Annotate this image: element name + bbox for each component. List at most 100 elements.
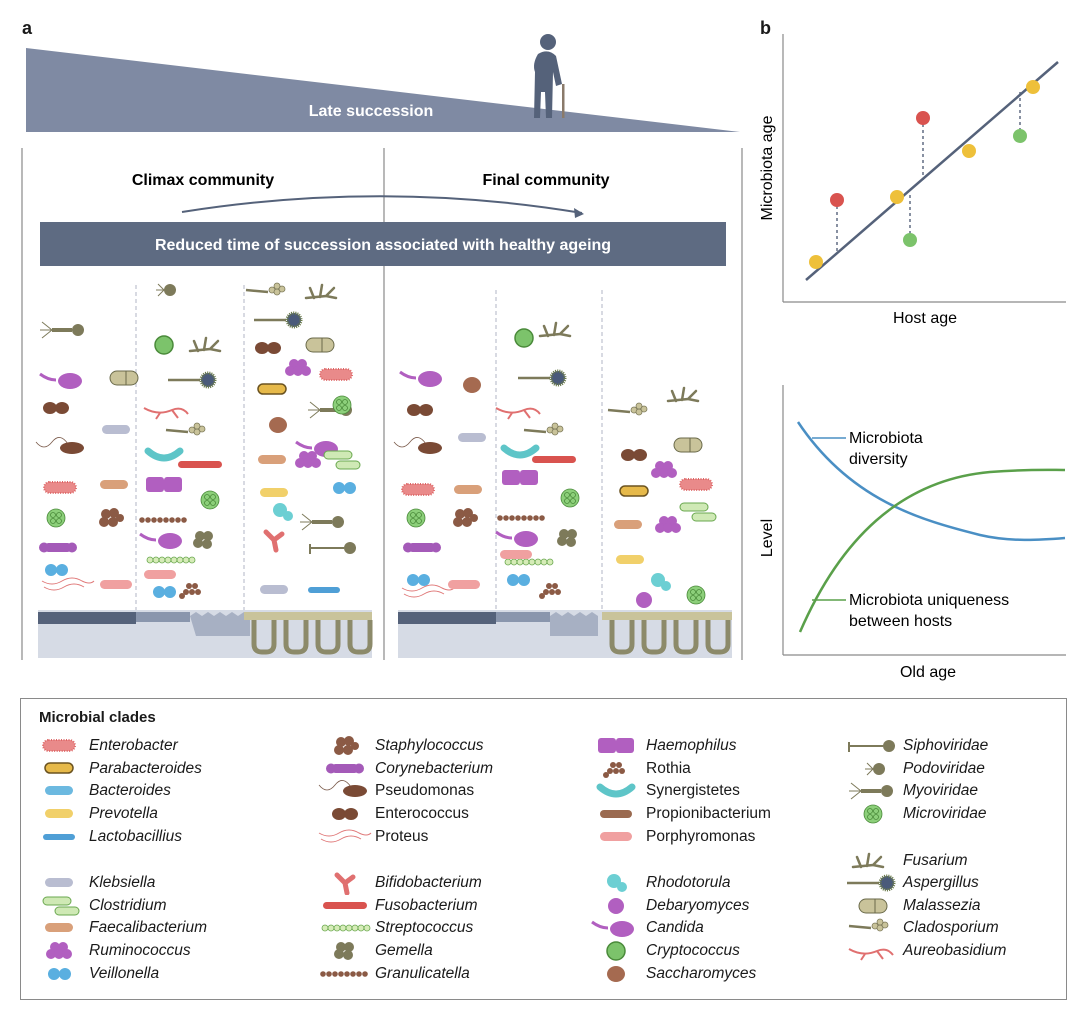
rhodotorula-icon [651,573,671,591]
porphyromonas-icon [144,570,176,579]
microviridae-icon [46,508,66,528]
legend-label: Propionibacterium [646,805,771,823]
parabacteroides-icon [29,758,89,780]
legend-label: Haemophilus [646,737,737,755]
panel-a-letter: a [22,18,33,38]
legend-label: Lactobacillius [89,827,183,845]
cryptococcus-icon [514,328,534,348]
legend-label: Streptococcus [375,919,474,937]
veillonella-icon [507,574,530,586]
veillonella-icon [45,564,68,576]
ruminococcus-icon [655,516,681,533]
synergistetes-icon [586,780,646,802]
microviridae-icon [843,803,903,825]
veillonella-icon [407,574,430,586]
legend-label: Candida [646,919,704,937]
fusarium-icon [666,386,700,403]
legend-item-malassezia: Malassezia [843,895,1006,918]
legend-item-fusarium: Fusarium [843,849,1006,872]
bifidobacterium-icon [315,872,375,896]
faecalibacterium-icon [258,455,286,464]
pseudomonas-icon [393,437,442,454]
legend-item-microviridae: Microviridae [843,803,1006,826]
elderly-person-icon [534,34,565,118]
aureobasidium-icon [843,940,903,962]
enterobacter-icon [29,735,89,757]
top-chart-ylabel: Microbiota age [759,115,776,220]
legend-item-myoviridae: Myoviridae [843,780,1006,803]
panel-b-letter: b [760,18,771,38]
legend-item-staphylococcus: Staphylococcus [315,735,493,758]
clostridium-icon [323,450,361,470]
legend-label: Myoviridae [903,782,978,800]
candida-icon [495,530,538,547]
candida-icon [399,370,442,387]
fusarium-icon [304,283,338,300]
parabacteroides-icon [257,383,287,395]
rothia-icon [586,758,646,780]
rothia-icon [179,583,201,599]
porphyromonas-icon [100,580,132,589]
legend-label: Siphoviridae [903,737,989,755]
data-point [1013,129,1027,143]
legend-item-candida: Candida [586,917,771,940]
klebsiella-icon [102,425,130,434]
legend-label: Staphylococcus [375,737,484,755]
corynebacterium-icon [39,542,77,553]
succession-arrow [181,195,583,214]
aureobasidium-icon [143,407,189,420]
klebsiella-icon [260,585,288,594]
legend-label: Microviridae [903,805,987,823]
legend-label: Proteus [375,827,429,845]
enterobacter-icon [679,478,713,491]
climax-community-label: Climax community [132,172,274,189]
porphyromonas-icon [448,580,480,589]
legend-item-aspergillus: Aspergillus [843,872,1006,895]
saccharomyces-icon [269,417,287,433]
faecalibacterium-icon [454,485,482,494]
rhodotorula-icon [273,503,293,521]
legend-label: Gemella [375,942,433,960]
cryptococcus-icon [586,940,646,962]
microviridae-icon [560,488,580,508]
fusobacterium-icon [532,456,576,463]
legend-title: Microbial clades [39,709,156,726]
fusobacterium-icon [178,461,222,468]
corynebacterium-icon [403,542,441,553]
uniqueness-curve [798,468,1066,633]
legend-item-aureobasidium: Aureobasidium [843,940,1006,963]
microviridae-icon [200,490,220,510]
prevotella-icon [29,803,89,825]
diversity-label-2: diversity [849,451,908,468]
late-succession-wedge [26,48,740,132]
microviridae-icon [406,508,426,528]
legend-label: Clostridium [89,896,167,914]
legend-item-saccharomyces: Saccharomyces [586,962,771,985]
legend-label: Cladosporium [903,919,999,937]
malassezia-icon [673,437,703,453]
enterobacter-icon [43,481,77,494]
legend-item-bacteroides: Bacteroides [29,780,207,803]
staphylococcus-icon [99,508,124,527]
parabacteroides-icon [619,485,649,497]
enterococcus-icon [407,404,433,416]
legend-item-podoviridae: Podoviridae [843,758,1006,781]
myoviridae-icon [300,513,344,531]
streptococcus-icon [315,917,375,939]
siphoviridae-icon [843,735,903,757]
legend-item-clostridium: Clostridium [29,895,207,918]
debaryomyces-icon [586,895,646,917]
legend-label: Pseudomonas [375,782,475,800]
microviridae-icon [686,585,706,605]
legend-label: Faecalibacterium [89,919,208,937]
ruminococcus-icon [651,461,677,478]
podoviridae-icon [156,283,176,297]
final-community-label: Final community [482,172,609,189]
porphyromonas-icon [586,826,646,848]
legend-item-pseudomonas: Pseudomonas [315,780,493,803]
faecalibacterium-icon [614,520,642,529]
granulicatella-icon [315,963,375,985]
legend-label: Aspergillus [903,874,979,892]
